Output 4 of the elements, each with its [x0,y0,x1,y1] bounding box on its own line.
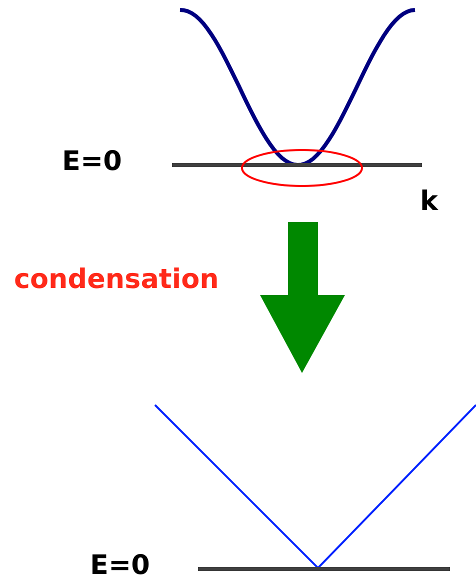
energy-label: E=0 [62,148,122,175]
axis-label: k [420,188,438,215]
process-label: condensation [14,266,219,293]
energy-label: E=0 [90,552,150,579]
